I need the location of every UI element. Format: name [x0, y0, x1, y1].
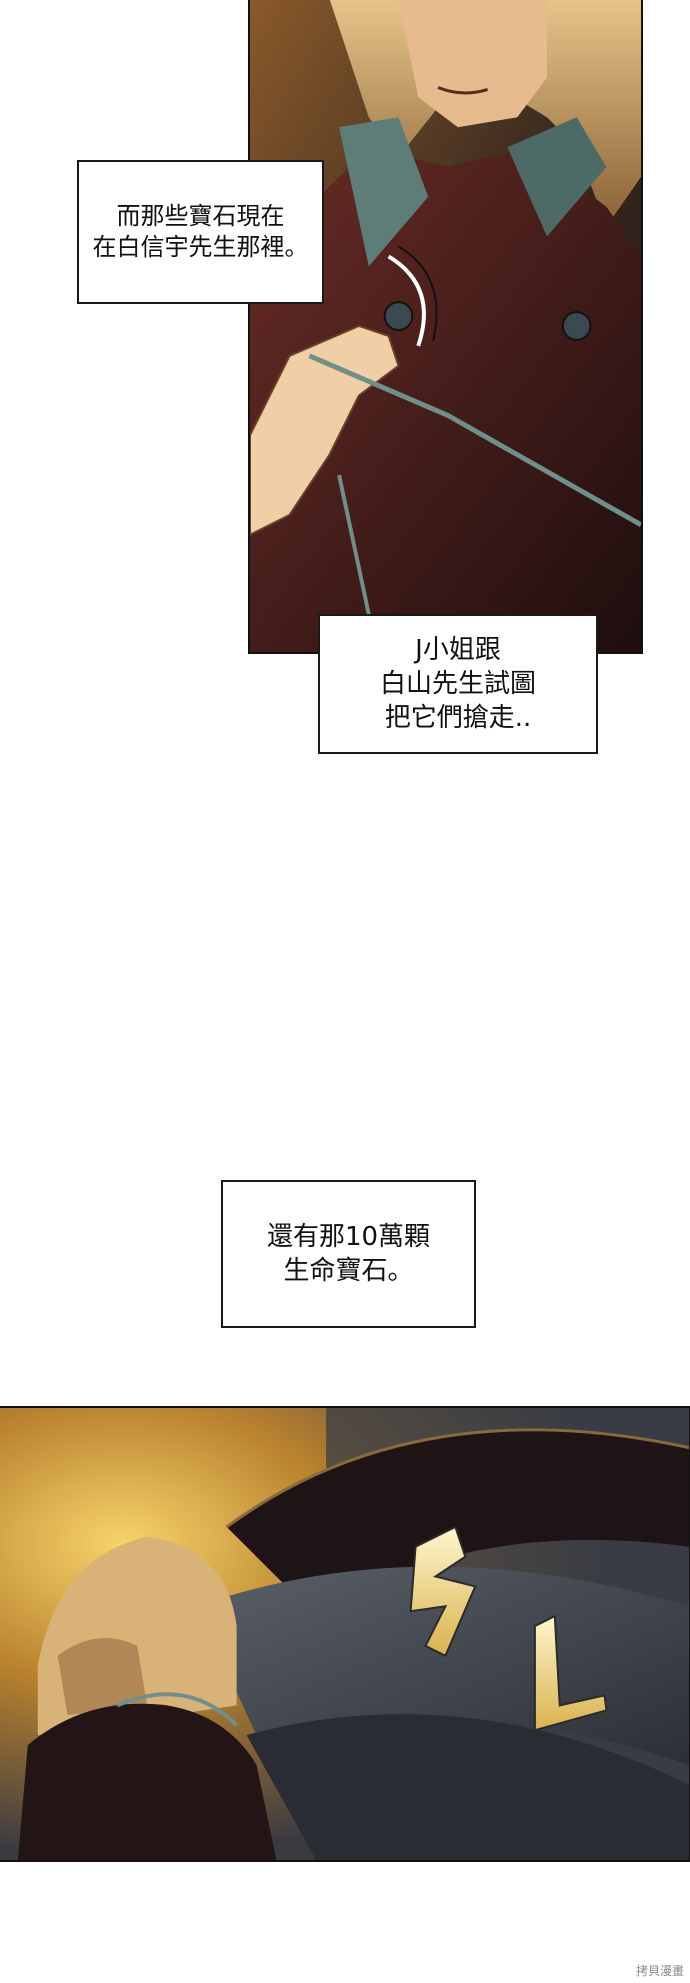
coat-closeup-art: [250, 0, 641, 652]
caption-text-1: 而那些寶石現在 在白信宇先生那裡。: [92, 202, 309, 261]
watermark-text: 拷貝漫畫: [635, 1964, 684, 1978]
panel-coat-closeup: [248, 0, 643, 654]
caption-box-3: 還有那10萬顆 生命寶石。: [221, 1180, 476, 1328]
caption-box-2: J小姐跟 白山先生試圖 把它們搶走..: [318, 614, 598, 754]
caption-text-2: J小姐跟 白山先生試圖 把它們搶走..: [379, 635, 536, 733]
caption-text-3: 還有那10萬顆 生命寶石。: [266, 1222, 431, 1286]
caption-box-1: 而那些寶石現在 在白信宇先生那裡。: [77, 160, 324, 304]
panel-cape-swirl: [0, 1406, 690, 1862]
cape-swirl-art: [0, 1408, 689, 1860]
